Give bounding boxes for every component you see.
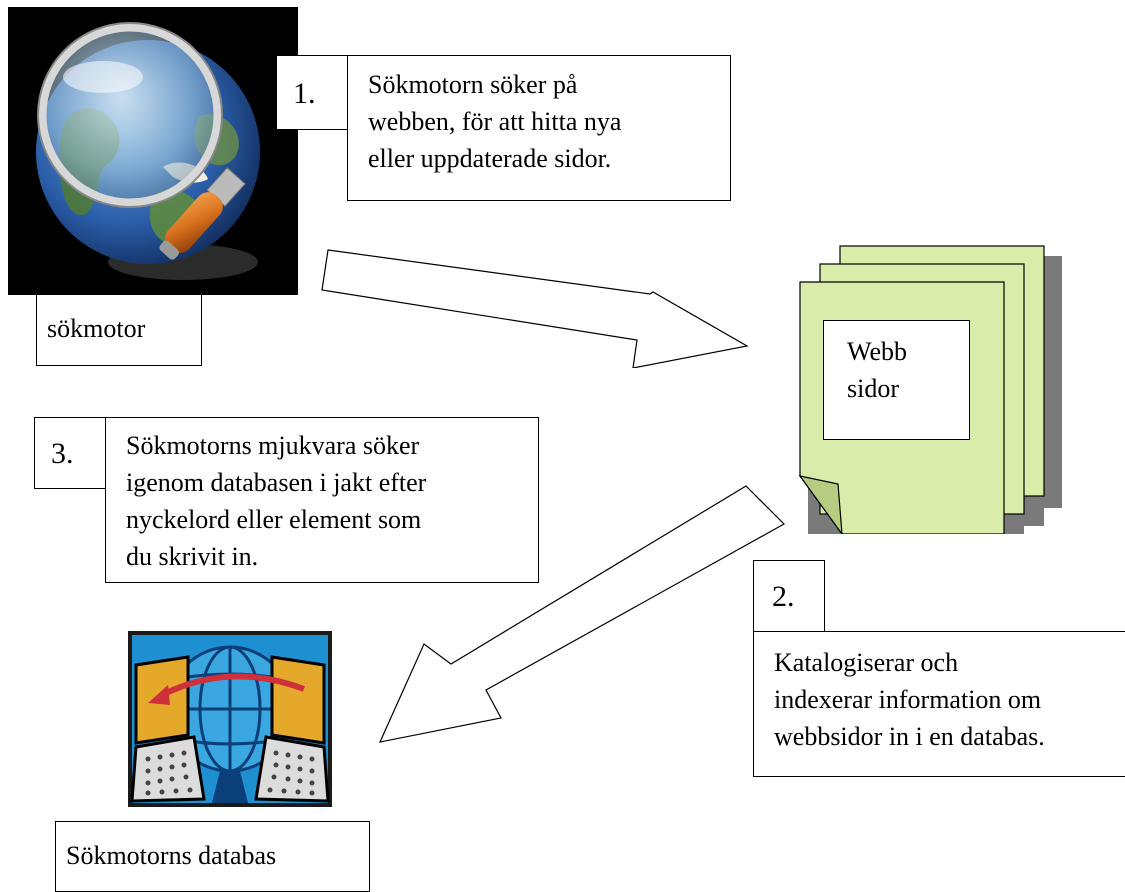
step-1-text-box: Sökmotorn söker på webben, för att hitta…	[347, 55, 731, 201]
step-3-number-box: 3.	[34, 417, 106, 489]
step-3-number: 3.	[51, 437, 74, 470]
step-1-text: Sökmotorn söker på webben, för att hitta…	[368, 70, 622, 173]
step-2-text: Katalogiserar och indexerar information …	[774, 648, 1045, 751]
database-label-box: Sökmotorns databas	[55, 821, 370, 892]
step-2-number-box: 2.	[753, 560, 825, 632]
step-3-text-box: Sökmotorns mjukvara söker igenom databas…	[105, 417, 539, 583]
step-1-number: 1.	[293, 77, 316, 110]
web-pages-label: Webb sidor	[847, 337, 907, 403]
search-engine-label: sökmotor	[47, 314, 146, 343]
globe-magnifier-icon	[8, 7, 298, 295]
web-pages-label-box: Webb sidor	[823, 320, 970, 440]
arrow-to-web-pages	[321, 249, 749, 368]
step-3-text: Sökmotorns mjukvara söker igenom databas…	[126, 431, 427, 571]
arrow-to-database	[378, 485, 785, 743]
step-2-text-box: Katalogiserar och indexerar information …	[753, 631, 1125, 777]
step-2-number: 2.	[772, 580, 795, 613]
step-1-number-box: 1.	[276, 55, 348, 130]
networked-computers-globe-icon	[128, 631, 332, 807]
search-engine-label-box: sökmotor	[36, 294, 202, 366]
database-label: Sökmotorns databas	[66, 841, 277, 870]
